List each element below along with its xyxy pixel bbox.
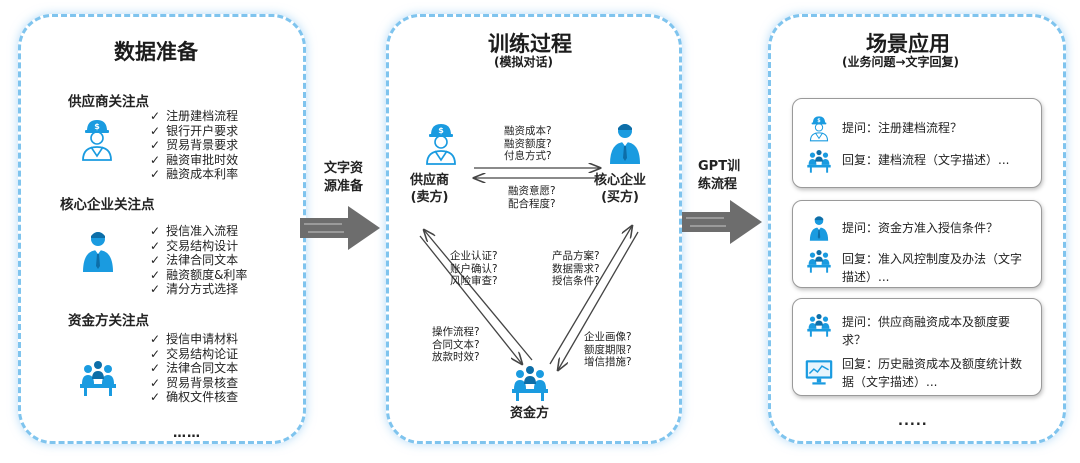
question-text: 提问：供应商融资成本及额度要求？: [842, 315, 1011, 347]
list-item: 法律合同文本: [150, 361, 238, 376]
question: 额度期限?: [584, 343, 632, 356]
core-focus-list: 授信准入流程 交易结构设计 法律合同文本 融资额度&利率 清分方式选择: [150, 224, 247, 297]
supplier-focus-title: 供应商关注点: [68, 94, 149, 110]
list-item: 注册建档流程: [150, 109, 238, 124]
arrow2-line2: 练流程: [698, 177, 738, 192]
question: 融资意愿?: [508, 185, 556, 197]
list-item: 贸易背景要求: [150, 138, 238, 153]
list-item: 清分方式选择: [150, 282, 247, 297]
arrow2-label: GPT训 练流程: [698, 158, 740, 194]
question: 操作流程?: [432, 326, 480, 338]
supplier-focus-list: 注册建档流程 银行开户要求 贸易背景要求 融资审批时效 融资成本利率: [150, 109, 238, 182]
list-item: 融资成本利率: [150, 167, 238, 182]
arrow1-line1: 文字资: [324, 161, 364, 176]
question: 数据需求?: [552, 262, 600, 275]
arrow-right-icon: [300, 206, 380, 250]
question: 放款时效?: [432, 351, 480, 363]
answer-text: 回复：准入风控制度及办法（文字描述）...: [842, 252, 1023, 284]
arrow-right-icon: [682, 200, 762, 244]
list-item: 授信申请材料: [150, 332, 238, 347]
question: 融资额度?: [504, 137, 552, 150]
question: 授信条件?: [552, 275, 600, 287]
supplier-name: 供应商: [410, 173, 450, 188]
data-prep-title: 数据准备: [114, 40, 198, 64]
question: 产品方案?: [552, 250, 600, 262]
list-item: 授信准入流程: [150, 224, 247, 239]
scenario-title: 场景应用: [866, 32, 950, 56]
meeting-icon: [807, 149, 831, 173]
list-item: 贸易背景核查: [150, 376, 238, 391]
questions-funder-to-core: 产品方案? 数据需求? 授信条件?: [552, 250, 600, 288]
question: 企业画像?: [584, 331, 632, 343]
list-item: 交易结构设计: [150, 239, 247, 254]
training-subtitle: (模拟对话): [494, 55, 553, 69]
more-ellipsis: ……: [173, 426, 201, 441]
question: 增信措施?: [584, 356, 632, 368]
monitor-chart-icon: [804, 359, 834, 386]
questions-core-to-funder: 企业画像? 额度期限? 增信措施?: [584, 331, 632, 369]
worker-icon: [82, 119, 112, 161]
qa-card-3: [792, 298, 1042, 396]
funder-focus-title: 资金方关注点: [68, 313, 149, 329]
question: 风险审查?: [450, 275, 498, 287]
question: 付息方式?: [504, 150, 552, 162]
question: 企业认证?: [450, 250, 498, 262]
questions-core-to-supplier: 融资意愿? 配合程度?: [508, 185, 556, 210]
meeting-icon: [80, 361, 116, 396]
questions-supplier-to-funder: 操作流程? 合同文本? 放款时效?: [432, 326, 480, 364]
question: 账户确认?: [450, 262, 498, 275]
arrow2-line1: GPT训: [698, 159, 741, 174]
list-item: 银行开户要求: [150, 124, 238, 139]
list-item: 确权文件核查: [150, 390, 238, 405]
more-ellipsis: .....: [898, 414, 928, 429]
question-text: 提问：注册建档流程？: [842, 121, 963, 135]
core-name: 核心企业: [594, 173, 647, 188]
qa-card-1: [792, 98, 1042, 188]
question-text: 提问：资金方准入授信条件？: [842, 221, 999, 235]
meeting-icon: [807, 313, 831, 337]
questions-funder-to-supplier: 企业认证? 账户确认? 风险审查?: [450, 250, 498, 288]
supplier-node-label: 供应商 (卖方): [410, 172, 449, 206]
list-item: 交易结构论证: [150, 347, 238, 362]
dialogue-arrows: [419, 160, 639, 390]
qa-card-2: [792, 200, 1042, 288]
arrow1-label: 文字资 源准备: [324, 160, 363, 196]
answer-text: 回复：历史融资成本及额度统计数据（文字描述）...: [842, 357, 1023, 389]
funder-focus-list: 授信申请材料 交易结构论证 法律合同文本 贸易背景核查 确权文件核查: [150, 332, 238, 405]
answer-text: 回复：建档流程（文字描述）...: [842, 153, 1010, 167]
core-role: (买方): [601, 190, 639, 205]
supplier-role: (卖方): [410, 190, 449, 205]
list-item: 融资审批时效: [150, 153, 238, 168]
core-focus-title: 核心企业关注点: [60, 197, 155, 213]
funder-node-label: 资金方: [510, 406, 550, 421]
training-title: 训练过程: [488, 32, 572, 56]
question: 融资成本?: [504, 125, 552, 137]
arrow1-line2: 源准备: [324, 179, 364, 194]
businessman-icon: [83, 232, 113, 272]
core-node-label: 核心企业 (买方): [594, 172, 646, 206]
meeting-icon: [807, 249, 831, 273]
question: 合同文本?: [432, 338, 480, 351]
scenario-subtitle: (业务问题→文字回复): [842, 55, 960, 69]
list-item: 法律合同文本: [150, 253, 247, 268]
businessman-icon: [809, 216, 829, 241]
questions-supplier-to-core: 融资成本? 融资额度? 付息方式?: [504, 125, 552, 163]
question: 配合程度?: [508, 197, 556, 210]
worker-icon: [809, 115, 829, 142]
list-item: 融资额度&利率: [150, 268, 247, 283]
